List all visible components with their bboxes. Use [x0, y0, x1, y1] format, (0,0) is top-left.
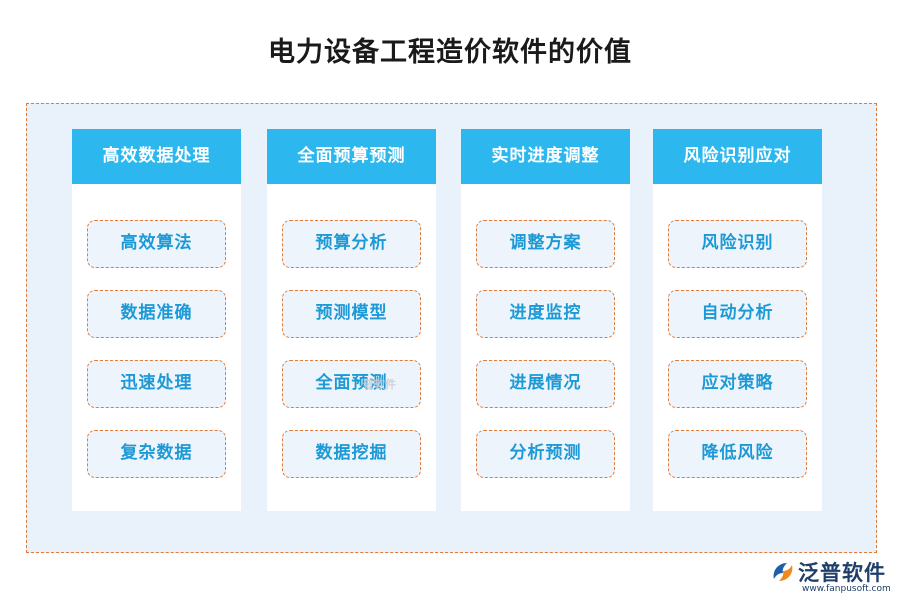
item-box: 进度监控: [476, 290, 615, 338]
column-efficient-data-processing: 高效数据处理 高效算法 数据准确 迅速处理 复杂数据: [72, 129, 241, 511]
item-box: 迅速处理: [87, 360, 226, 408]
item-box: 全面预测: [282, 360, 421, 408]
brand-name: 泛普软件: [798, 561, 886, 585]
brand-url: www.fanpusoft.com: [802, 584, 891, 594]
brand-logo-block: 泛普软件 www.fanpusoft.com: [770, 557, 892, 597]
column-header: 实时进度调整: [461, 129, 630, 184]
column-progress-adjustment: 实时进度调整 调整方案 进度监控 进展情况 分析预测: [461, 129, 630, 511]
item-box: 风险识别: [668, 220, 807, 268]
brand-logo-icon: [773, 563, 793, 581]
item-box: 进展情况: [476, 360, 615, 408]
column-risk-response: 风险识别应对 风险识别 自动分析 应对策略 降低风险: [653, 129, 822, 511]
column-header: 高效数据处理: [72, 129, 241, 184]
item-box: 预测模型: [282, 290, 421, 338]
item-box: 复杂数据: [87, 430, 226, 478]
item-box: 自动分析: [668, 290, 807, 338]
item-box: 预算分析: [282, 220, 421, 268]
item-box: 数据准确: [87, 290, 226, 338]
column-header: 全面预算预测: [267, 129, 436, 184]
item-box: 数据挖掘: [282, 430, 421, 478]
item-box: 调整方案: [476, 220, 615, 268]
column-header: 风险识别应对: [653, 129, 822, 184]
item-box: 应对策略: [668, 360, 807, 408]
column-budget-forecast: 全面预算预测 预算分析 预测模型 全面预测 数据挖掘: [267, 129, 436, 511]
item-box: 高效算法: [87, 220, 226, 268]
item-box: 分析预测: [476, 430, 615, 478]
page-title: 电力设备工程造价软件的价值: [268, 37, 632, 68]
item-box: 降低风险: [668, 430, 807, 478]
